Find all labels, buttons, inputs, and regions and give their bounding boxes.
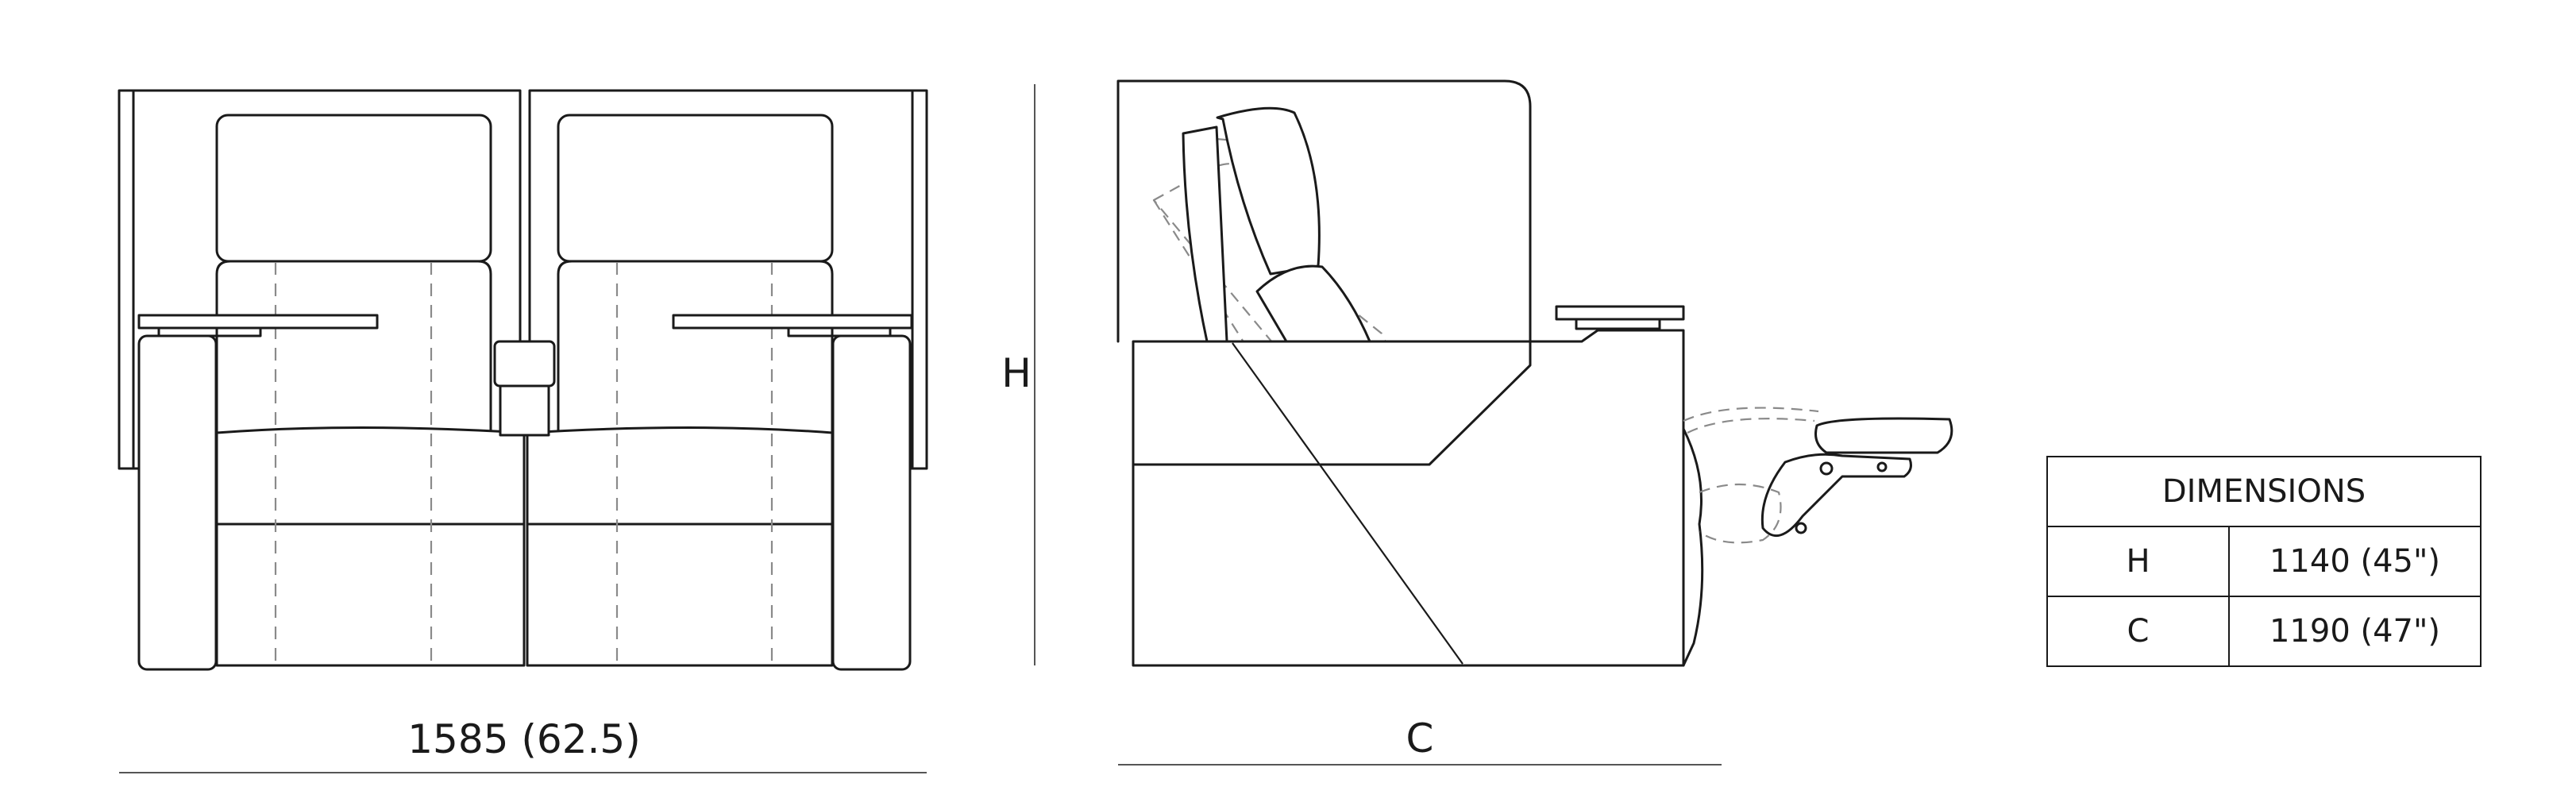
tray-table-left (137, 314, 379, 330)
side-back-panel (1116, 79, 1532, 363)
headrest-left (215, 114, 492, 263)
table-cell-value: 1190 (47") (2228, 596, 2482, 667)
backrest-right (557, 260, 834, 434)
side-headrest (1216, 106, 1321, 276)
headrest-right (557, 114, 834, 263)
arm-left (137, 334, 218, 671)
table-cell-value: 1140 (45") (2228, 526, 2482, 597)
seat-cushion-left (215, 426, 526, 526)
side-body (1132, 329, 1685, 667)
seat-front-right (526, 523, 834, 667)
recline-mechanism (1760, 453, 1912, 537)
height-dimension-label: H (1001, 350, 1032, 396)
tray-table-right (672, 314, 913, 330)
height-dimension: H (1001, 84, 1035, 665)
table-cell-key: H (2046, 526, 2230, 597)
backrest-left (215, 260, 492, 434)
depth-dimension-label: C (1406, 715, 1434, 762)
side-view: C (1116, 79, 1953, 766)
center-console (493, 340, 556, 388)
side-table (1555, 305, 1685, 321)
front-view: 1585 (62.5) (118, 89, 928, 773)
width-dimension-label: 1585 (62.5) (407, 716, 640, 762)
leg-rest (1814, 417, 1953, 454)
arm-right (831, 334, 912, 671)
side-backrest (1255, 264, 1371, 343)
table-header-row: DIMENSIONS (2046, 456, 2482, 527)
table-row: H 1140 (45") (2046, 526, 2482, 597)
dimensions-table: DIMENSIONS H 1140 (45") C 1190 (47") (2046, 456, 2482, 667)
seat-front-left (215, 523, 526, 667)
table-cell-key: C (2046, 596, 2230, 667)
seat-cushion-right (526, 426, 834, 526)
table-title: DIMENSIONS (2046, 456, 2482, 527)
table-row: C 1190 (47") (2046, 596, 2482, 667)
